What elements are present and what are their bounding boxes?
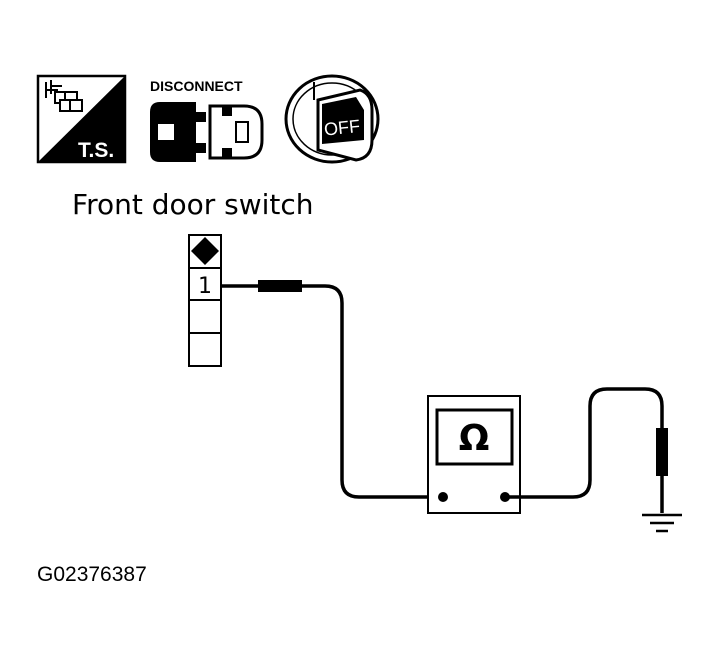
troubleshooting-icon: T.S. (36, 74, 127, 164)
harness-connector-icon (45, 80, 83, 112)
ignition-key-off-icon: OFF (284, 74, 380, 164)
key-off-label: OFF (323, 116, 361, 140)
ts-label: T.S. (78, 139, 114, 162)
terminal-number: 1 (198, 274, 212, 299)
test-lead-left (221, 280, 443, 499)
figure-code: G02376387 (37, 563, 147, 586)
test-lead-right (505, 387, 668, 513)
disconnect-label: DISCONNECT (150, 78, 243, 94)
ohmmeter: Ω (427, 395, 521, 514)
ground-icon (642, 513, 682, 533)
connector-block: 1 (188, 234, 222, 367)
connector-title: Front door switch (72, 188, 314, 221)
meter-terminal-left (438, 492, 448, 502)
ohm-symbol: Ω (459, 418, 490, 459)
disconnect-icon: DISCONNECT (150, 78, 264, 162)
connector-type-diamond-icon (191, 237, 219, 265)
